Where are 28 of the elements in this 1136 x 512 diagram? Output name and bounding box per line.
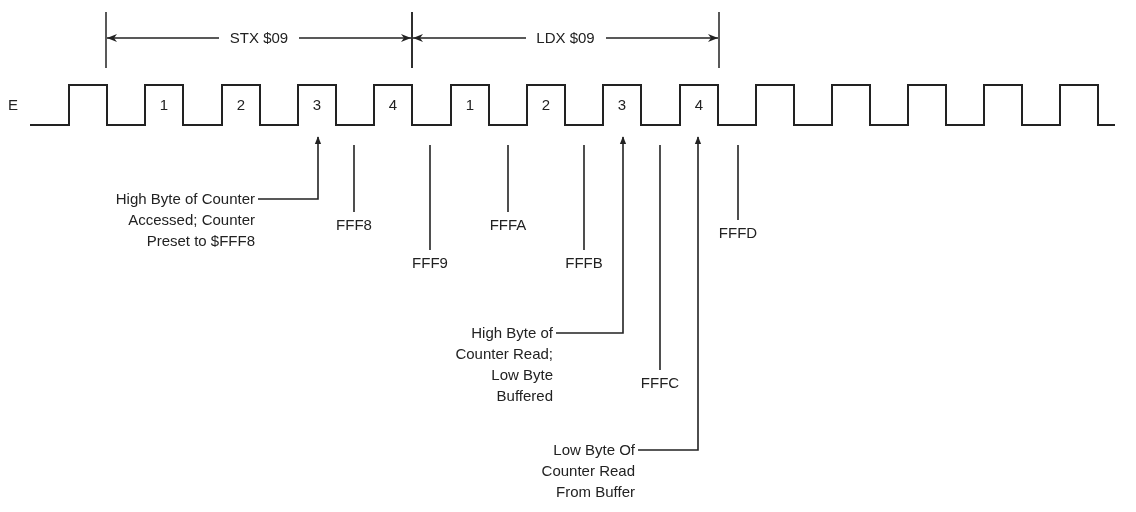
leader-line [555, 136, 627, 334]
cycle-number: 3 [311, 95, 323, 115]
annotation-text: High Byte of Counter Accessed; Counter Preset to $FFF8 [105, 188, 255, 251]
annotation-text: Low Byte Of Counter Read From Buffer [505, 439, 635, 502]
leader-line [507, 144, 509, 213]
cycle-number: 4 [693, 95, 705, 115]
address-label: FFFB [554, 252, 614, 273]
cycle-number: 4 [387, 95, 399, 115]
cycle-number: 1 [464, 95, 476, 115]
cycle-number: 2 [540, 95, 552, 115]
leader-line [353, 144, 355, 213]
address-label: FFFC [630, 372, 690, 393]
leader-line [583, 144, 585, 251]
leader-line [637, 136, 702, 451]
clock-waveform [29, 84, 1116, 126]
leader-line [737, 144, 739, 221]
address-label: FFFD [708, 222, 768, 243]
leader-line [257, 136, 322, 200]
cycle-number: 1 [158, 95, 170, 115]
annotation-text: High Byte of Counter Read; Low Byte Buffered [433, 322, 553, 406]
cycle-number: 3 [616, 95, 628, 115]
address-label: FFF9 [400, 252, 460, 273]
signal-label: E [8, 95, 18, 115]
leader-line [659, 144, 661, 371]
leader-line [429, 144, 431, 251]
cycle-number: 2 [235, 95, 247, 115]
address-label: FFFA [478, 214, 538, 235]
address-label: FFF8 [324, 214, 384, 235]
